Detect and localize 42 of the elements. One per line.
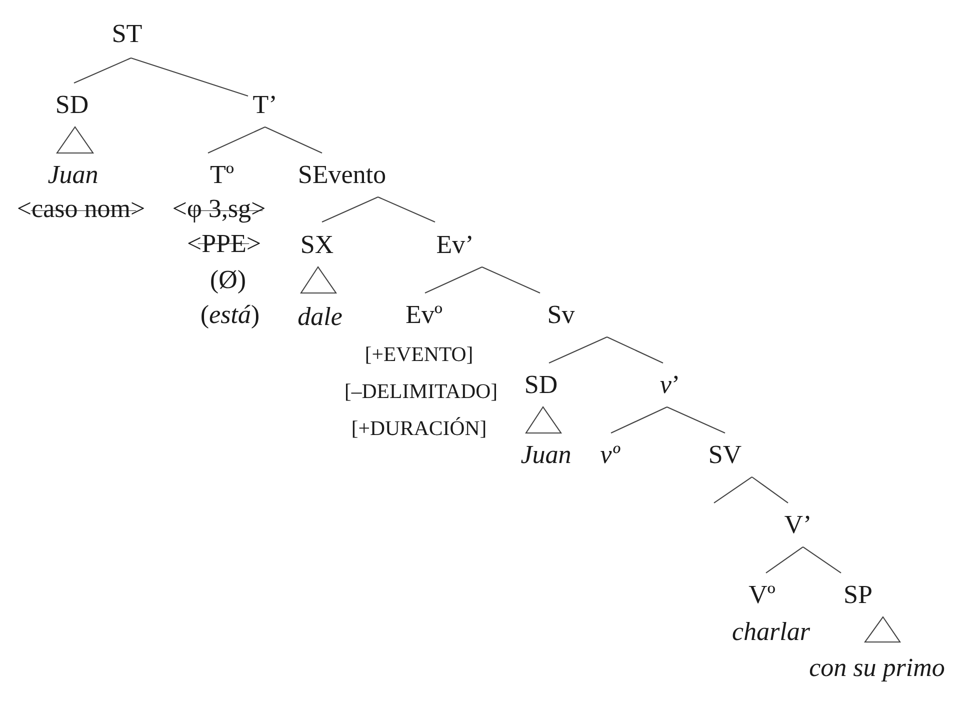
- branch-line: [208, 126, 266, 154]
- category-label: Ev’: [437, 236, 472, 254]
- category-label: SX: [302, 236, 334, 254]
- word-label: (Ø): [211, 270, 245, 294]
- branch-line: [264, 126, 322, 154]
- branch-line: [74, 58, 132, 84]
- branch-line: [666, 406, 726, 434]
- branch-line: [548, 336, 608, 364]
- category-label: V’: [784, 516, 810, 534]
- category-label: SD: [526, 376, 557, 394]
- category-label: Vº: [748, 586, 775, 604]
- branch-line: [424, 266, 482, 294]
- branch-line: [606, 336, 664, 364]
- category-label: SP: [845, 586, 872, 604]
- category-label: SEvento: [300, 166, 386, 184]
- word-label: (está): [202, 304, 258, 329]
- feature-label: [+DURACIÓN]: [352, 417, 486, 438]
- category-label: SD: [57, 96, 88, 114]
- feature-label: [–DELIMITADO]: [346, 384, 496, 401]
- branch-line: [378, 196, 436, 222]
- branch-line: [610, 406, 668, 434]
- branch-line: [752, 476, 788, 504]
- word-label: Juan: [48, 166, 98, 184]
- word-label: dale: [298, 306, 342, 326]
- category-label: Sv: [549, 306, 575, 324]
- word-label: charlar: [732, 622, 810, 640]
- category-label: vº: [600, 446, 620, 464]
- branch-line: [802, 546, 842, 574]
- category-label: Tº: [210, 166, 234, 183]
- branch-line: [130, 58, 248, 96]
- category-label: T’: [253, 96, 275, 113]
- category-label: ST: [114, 24, 142, 42]
- feature-label: [+EVENTO]: [366, 346, 472, 364]
- word-label: Juan: [521, 446, 570, 464]
- category-label: v’: [660, 376, 678, 394]
- branch-line: [766, 546, 804, 574]
- branch-line: [714, 476, 752, 504]
- category-label: Evº: [406, 306, 442, 324]
- branch-line: [482, 266, 540, 294]
- word-label: con su primo: [810, 658, 944, 682]
- category-label: SV: [710, 446, 742, 464]
- branch-line: [322, 196, 378, 222]
